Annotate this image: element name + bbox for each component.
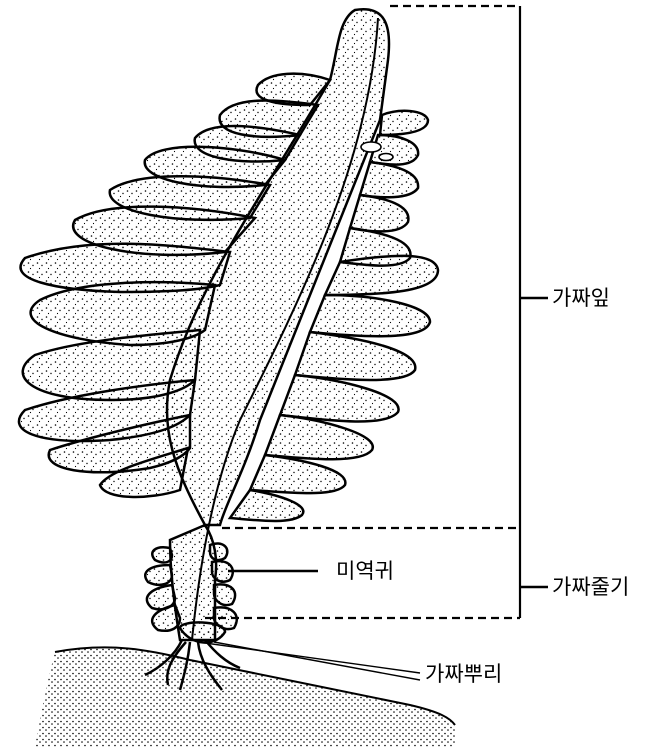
label-pseudo-root: 가짜뿌리: [425, 664, 502, 685]
stipe-frills: [145, 525, 237, 643]
label-pseudo-stem: 가짜줄기: [552, 577, 629, 598]
label-sporophyll: 미역귀: [336, 561, 394, 582]
seabed: [35, 647, 455, 747]
label-pseudo-leaf: 가짜잎: [552, 288, 610, 309]
